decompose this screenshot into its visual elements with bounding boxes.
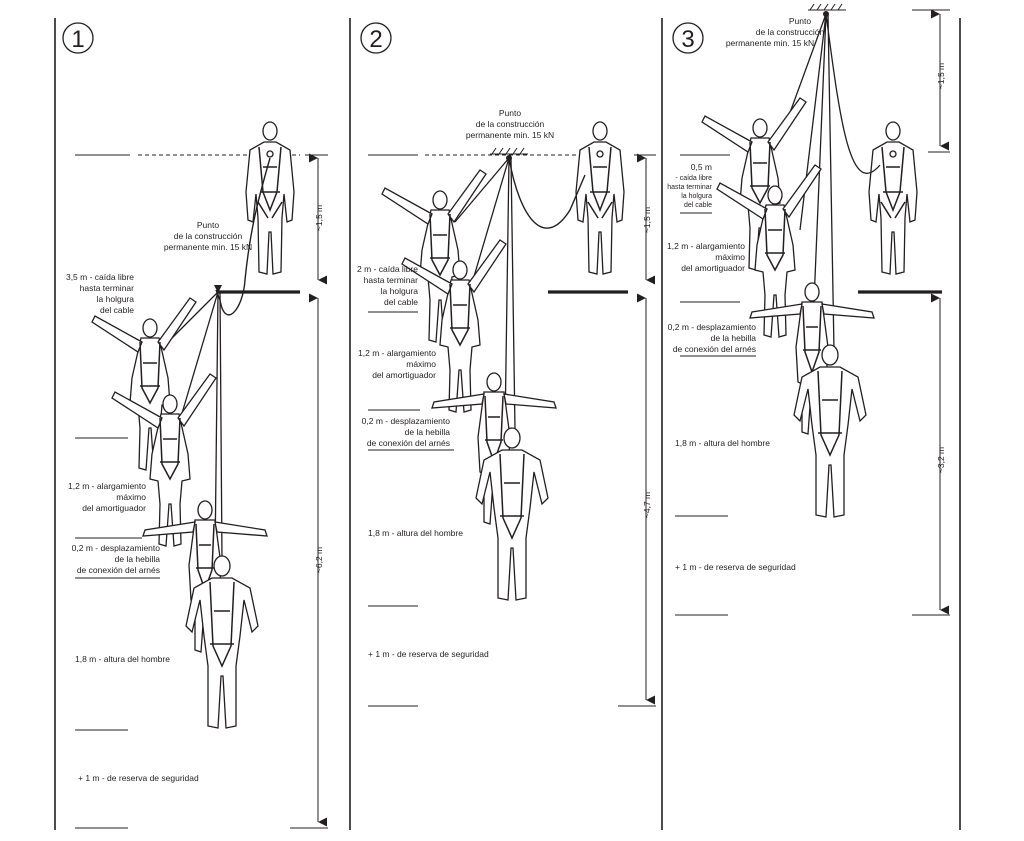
svg-text:de conexión del arnés: de conexión del arnés	[367, 438, 450, 448]
svg-text:2 m - caída libre: 2 m - caída libre	[357, 264, 418, 274]
svg-text:1,2 m - alargamiento: 1,2 m - alargamiento	[358, 348, 436, 358]
svg-text:del amortiguador: del amortiguador	[82, 503, 146, 513]
svg-text:hasta terminar: hasta terminar	[667, 184, 712, 191]
panel-2: 2 Punto de la construcción permanente mi…	[357, 22, 656, 707]
svg-text:de la hebilla: de la hebilla	[405, 427, 451, 437]
svg-text:~6,2 m: ~6,2 m	[314, 547, 324, 573]
buckle-label: 0,2 m - desplazamiento de la hebilla de …	[72, 543, 161, 575]
dimension-top: ~1,5 m	[305, 153, 328, 285]
panel-number-circle	[672, 22, 704, 54]
absorber-label: 1,2 m - alargamiento máximo del amortigu…	[68, 481, 146, 513]
panel-number: 1	[71, 26, 84, 53]
shoulder-height-label: 1,8 m - altura del hombre	[675, 438, 770, 448]
svg-text:1,2 m - alargamiento: 1,2 m - alargamiento	[667, 241, 745, 251]
svg-text:~1,5 m: ~1,5 m	[314, 205, 324, 231]
svg-text:de la hebilla: de la hebilla	[115, 554, 161, 564]
worker-standing	[575, 121, 625, 275]
lanyard-lines	[779, 13, 881, 351]
dimension-total: ~3,2 m	[912, 293, 950, 616]
anchor-ceiling	[490, 147, 528, 155]
svg-text:máximo: máximo	[715, 252, 745, 262]
svg-text:~3,2 m: ~3,2 m	[936, 447, 946, 473]
svg-text:1,2 m - alargamiento: 1,2 m - alargamiento	[68, 481, 146, 491]
absorber-label: 1,2 m - alargamiento máximo del amortigu…	[667, 241, 745, 273]
svg-text:de la hebilla: de la hebilla	[711, 333, 757, 343]
dimension-total: ~6,2 m	[290, 293, 328, 829]
svg-text:0,2 m - desplazamiento: 0,2 m - desplazamiento	[362, 416, 451, 426]
svg-text:permanente min. 15 kN: permanente min. 15 kN	[466, 130, 554, 140]
shoulder-height-label: 1,8 m - altura del hombre	[75, 654, 170, 664]
column-dividers	[54, 18, 961, 830]
svg-text:permanente min. 15 kN: permanente min. 15 kN	[726, 38, 814, 48]
dimension-top: ~1,5 m	[928, 9, 950, 153]
svg-text:de la construcción: de la construcción	[174, 231, 243, 241]
safety-reserve-label: + 1 m - de reserva de seguridad	[675, 562, 796, 572]
lanyard-slack	[215, 157, 271, 316]
svg-text:0,2 m - desplazamiento: 0,2 m - desplazamiento	[668, 322, 757, 332]
panel-number: 2	[369, 26, 382, 53]
svg-text:la holgura: la holgura	[381, 286, 419, 296]
svg-text:máximo: máximo	[406, 359, 436, 369]
svg-text:de la construcción: de la construcción	[756, 27, 825, 37]
svg-text:Punto: Punto	[499, 108, 521, 118]
panel-number: 3	[681, 26, 694, 53]
svg-text:de la construcción: de la construcción	[476, 119, 545, 129]
svg-text:de conexión del arnés: de conexión del arnés	[77, 565, 160, 575]
anchor-label: Punto de la construcción permanente min.…	[164, 220, 252, 252]
buckle-label: 0,2 m - desplazamiento de la hebilla de …	[668, 322, 757, 354]
svg-text:0,5 m: 0,5 m	[691, 162, 712, 172]
svg-text:Punto: Punto	[197, 220, 219, 230]
anchor-point	[214, 285, 222, 293]
svg-text:- caída libre: - caída libre	[675, 175, 712, 182]
svg-text:hasta terminar: hasta terminar	[80, 283, 134, 293]
svg-text:la holgura: la holgura	[97, 294, 135, 304]
svg-text:hasta terminar: hasta terminar	[364, 275, 418, 285]
svg-text:permanente min. 15 kN: permanente min. 15 kN	[164, 242, 252, 252]
svg-text:~1,5 m: ~1,5 m	[642, 207, 652, 233]
svg-text:0,2 m - desplazamiento: 0,2 m - desplazamiento	[72, 543, 161, 553]
svg-text:del amortiguador: del amortiguador	[372, 370, 436, 380]
worker-standing	[868, 121, 918, 275]
svg-text:~4,7 m: ~4,7 m	[642, 492, 652, 518]
dimension-top: ~1,5 m	[634, 153, 656, 285]
svg-text:máximo: máximo	[116, 492, 146, 502]
svg-text:~1,5 m: ~1,5 m	[936, 63, 946, 89]
panel-number-circle	[62, 22, 94, 54]
svg-text:del cable: del cable	[384, 297, 418, 307]
anchor-ceiling	[808, 3, 846, 11]
dimension-total: ~4,7 m	[618, 293, 656, 707]
svg-text:la holgura: la holgura	[681, 193, 712, 200]
free-fall-label: 2 m - caída libre hasta terminar la holg…	[357, 264, 418, 307]
anchor-label: Punto de la construcción permanente min.…	[466, 108, 554, 140]
svg-text:del cable: del cable	[684, 202, 712, 209]
worker-standing	[245, 121, 295, 275]
free-fall-label: 0,5 m - caída libre hasta terminar la ho…	[667, 162, 712, 209]
free-fall-label: 3,5 m - caída libre hasta terminar la ho…	[66, 272, 134, 315]
svg-text:3,5 m - caída libre: 3,5 m - caída libre	[66, 272, 134, 282]
panel-1: 1 Punto de la construcción permanente mi…	[62, 22, 328, 829]
svg-text:del amortiguador: del amortiguador	[681, 263, 745, 273]
panel-3: 3 Punto de la construcción permanente mi…	[667, 3, 950, 616]
anchor-label: Punto de la construcción permanente min.…	[726, 16, 825, 48]
buckle-label: 0,2 m - desplazamiento de la hebilla de …	[362, 416, 451, 448]
panel-number-circle	[360, 22, 392, 54]
svg-text:Punto: Punto	[789, 16, 811, 26]
absorber-label: 1,2 m - alargamiento máximo del amortigu…	[358, 348, 436, 380]
safety-reserve-label: + 1 m - de reserva de seguridad	[78, 773, 199, 783]
lanyard-slack	[508, 157, 586, 229]
safety-reserve-label: + 1 m - de reserva de seguridad	[368, 649, 489, 659]
svg-text:de conexión del arnés: de conexión del arnés	[673, 344, 756, 354]
svg-text:del cable: del cable	[100, 305, 134, 315]
shoulder-height-label: 1,8 m - altura del hombre	[368, 528, 463, 538]
